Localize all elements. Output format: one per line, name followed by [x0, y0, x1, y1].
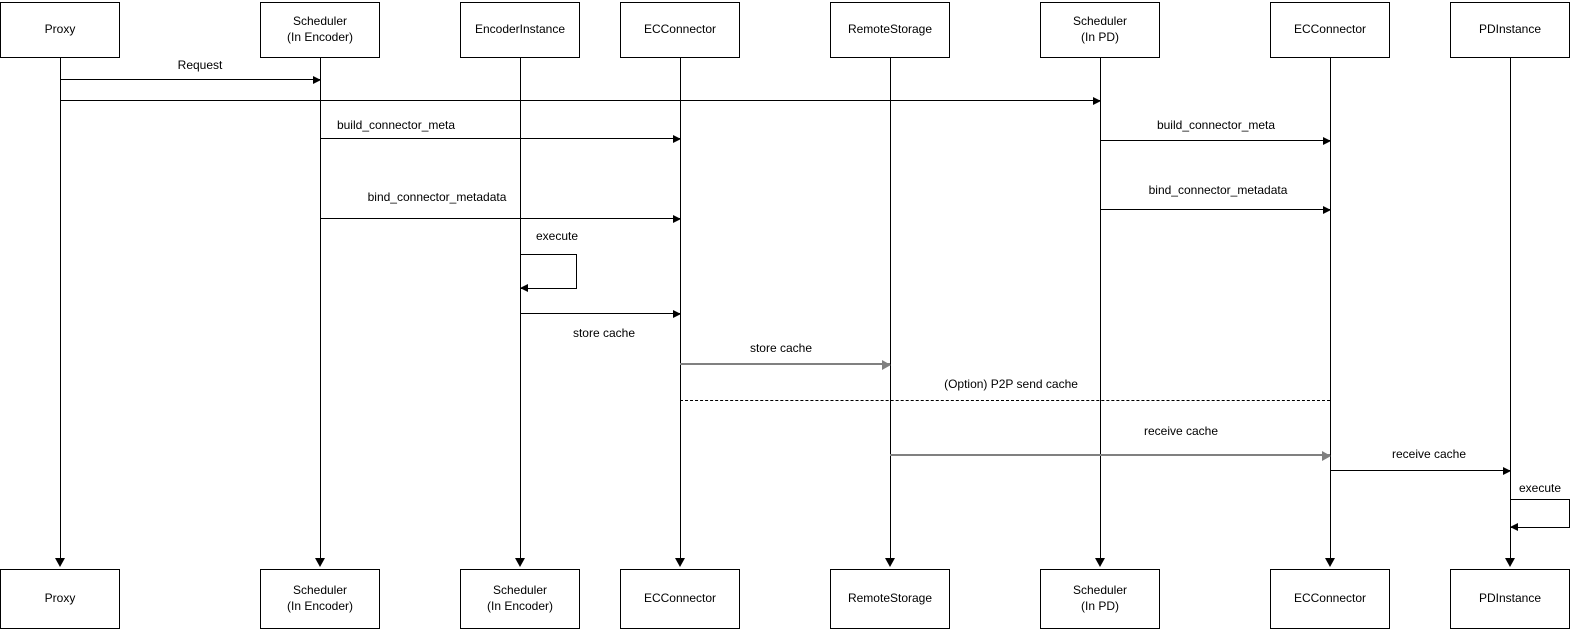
- lifeline-remote-storage: [889, 58, 891, 558]
- message-label-receive-cache-to-connector: receive cache: [1143, 424, 1219, 438]
- lifeline-encoder-instance: [519, 58, 521, 558]
- lifeline-end-arrow-icon: [1095, 558, 1105, 567]
- actor-box-top-encoder-instance: EncoderInstance: [460, 2, 580, 58]
- actor-box-top-pd-instance: PDInstance: [1450, 2, 1570, 58]
- message-arrow-store-cache-to-remote: [680, 360, 891, 370]
- message-label-execute-pd: execute: [1518, 481, 1562, 495]
- lifeline-end-arrow-icon: [1505, 558, 1515, 567]
- message-arrow-receive-cache-to-pd: [1330, 467, 1511, 475]
- actor-box-top-scheduler-pd: Scheduler (In PD): [1040, 2, 1160, 58]
- self-loop-execute-pd: [1510, 499, 1570, 531]
- message-label-build-connector-meta-pd: build_connector_meta: [1156, 118, 1276, 132]
- lifeline-ec-connector-enc: [679, 58, 681, 558]
- lifeline-ec-connector-pd: [1329, 58, 1331, 558]
- message-arrow-request: [60, 76, 321, 84]
- lifeline-scheduler-pd: [1099, 58, 1101, 558]
- actor-box-bottom-pd-instance: PDInstance: [1450, 569, 1570, 629]
- lifeline-end-arrow-icon: [1325, 558, 1335, 567]
- message-arrow-receive-cache-to-connector: [890, 451, 1331, 461]
- actor-box-top-ec-connector-pd: ECConnector: [1270, 2, 1390, 58]
- actor-box-top-ec-connector-enc: ECConnector: [620, 2, 740, 58]
- actor-box-bottom-remote-storage: RemoteStorage: [830, 569, 950, 629]
- message-label-store-cache-to-remote: store cache: [749, 341, 813, 355]
- message-arrow-store-cache-to-connector: [520, 310, 681, 318]
- actor-box-bottom-scheduler-pd: Scheduler (In PD): [1040, 569, 1160, 629]
- actor-box-top-remote-storage: RemoteStorage: [830, 2, 950, 58]
- lifeline-end-arrow-icon: [55, 558, 65, 567]
- message-label-store-cache-to-connector: store cache: [572, 326, 636, 340]
- message-label-build-connector-meta-enc: build_connector_meta: [336, 118, 456, 132]
- message-arrow-build-connector-meta-enc: [320, 135, 681, 143]
- message-label-bind-connector-metadata-pd: bind_connector_metadata: [1148, 183, 1288, 197]
- lifeline-end-arrow-icon: [885, 558, 895, 567]
- lifeline-end-arrow-icon: [675, 558, 685, 567]
- actor-box-bottom-scheduler-encoder: Scheduler (In Encoder): [260, 569, 380, 629]
- message-arrow-bind-connector-metadata-enc: [320, 215, 681, 223]
- actor-box-top-proxy: Proxy: [0, 2, 120, 58]
- message-arrow-bind-connector-metadata-pd: [1100, 206, 1331, 214]
- message-label-execute-encoder: execute: [535, 229, 579, 243]
- message-arrow-p2p-send-cache: [680, 400, 1330, 401]
- self-loop-execute-encoder: [520, 254, 577, 292]
- message-label-receive-cache-to-pd: receive cache: [1391, 447, 1467, 461]
- actor-box-bottom-ec-connector-pd: ECConnector: [1270, 569, 1390, 629]
- lifeline-proxy: [59, 58, 61, 558]
- message-arrow-build-connector-meta-pd: [1100, 137, 1331, 145]
- message-label-bind-connector-metadata-enc: bind_connector_metadata: [367, 190, 507, 204]
- lifeline-end-arrow-icon: [315, 558, 325, 567]
- message-arrow-proxy-to-scheduler-pd: [60, 97, 1101, 105]
- lifeline-pd-instance: [1509, 58, 1511, 558]
- lifeline-end-arrow-icon: [515, 558, 525, 567]
- actor-box-bottom-proxy: Proxy: [0, 569, 120, 629]
- message-label-p2p-send-cache: (Option) P2P send cache: [944, 377, 1078, 391]
- actor-box-bottom-encoder-instance: Scheduler (In Encoder): [460, 569, 580, 629]
- lifeline-scheduler-encoder: [319, 58, 321, 558]
- message-label-request: Request: [177, 58, 223, 72]
- actor-box-bottom-ec-connector-enc: ECConnector: [620, 569, 740, 629]
- actor-box-top-scheduler-encoder: Scheduler (In Encoder): [260, 2, 380, 58]
